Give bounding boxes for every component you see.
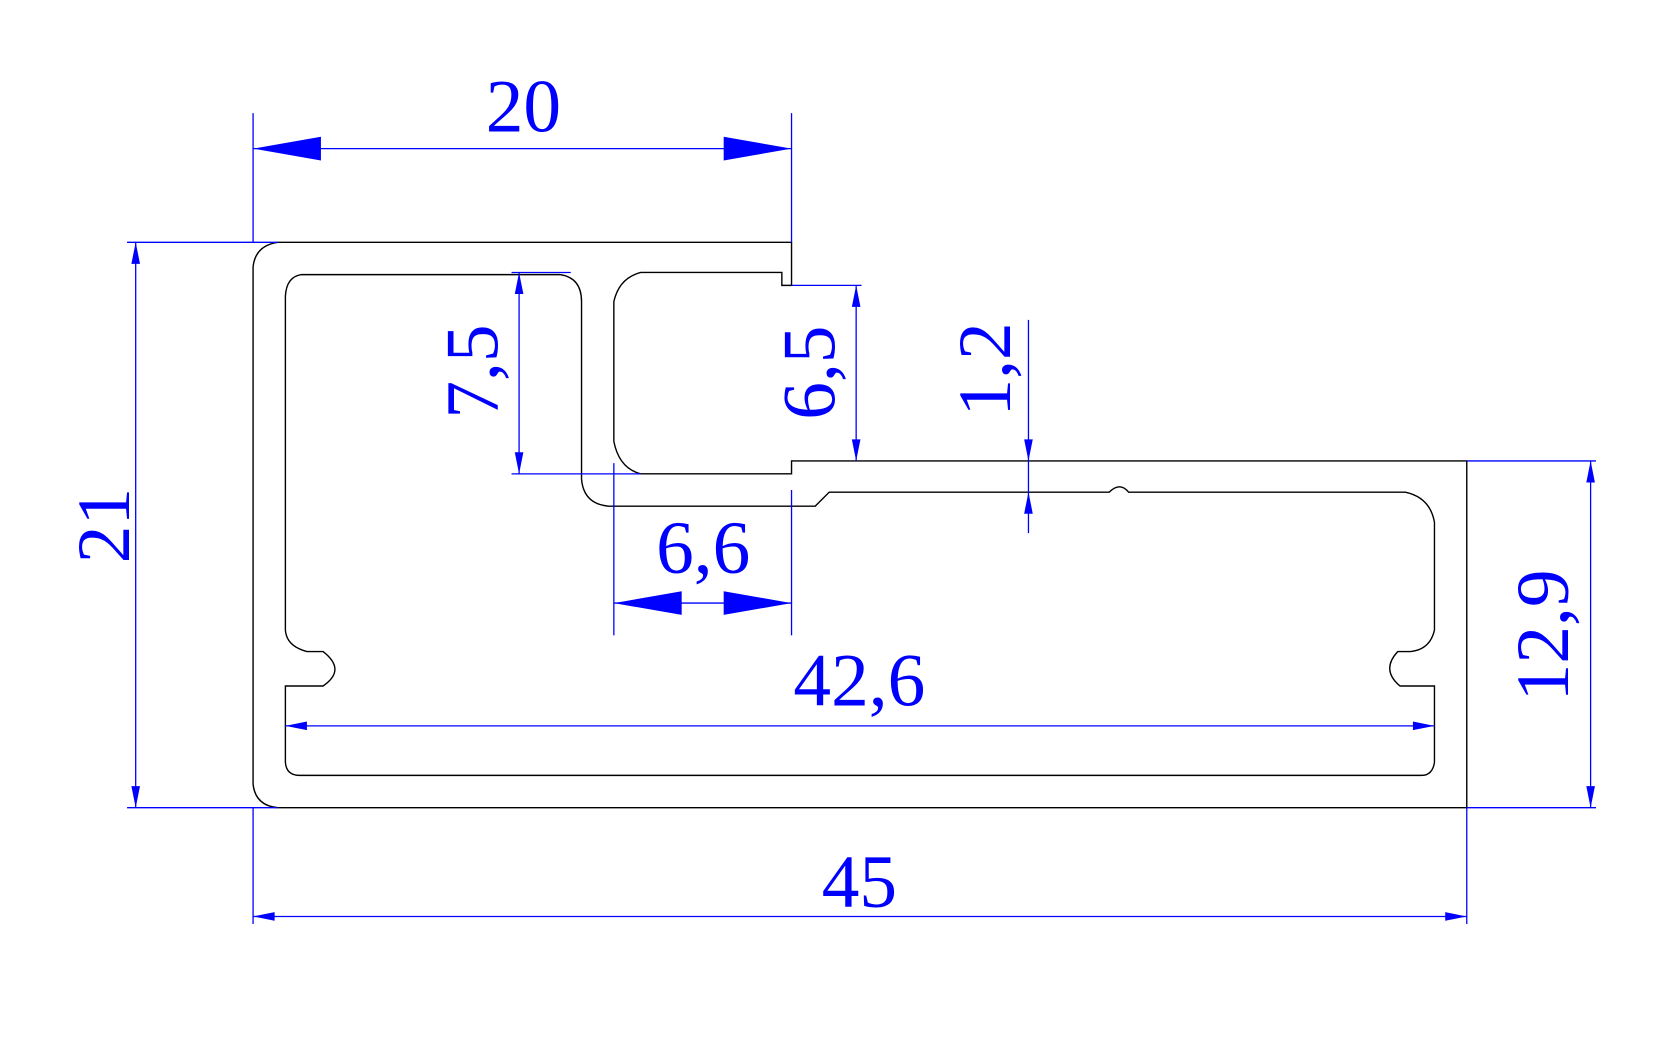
dimension-total-width: 45 (252, 807, 1468, 924)
dimension-step-height: 6,5 (769, 284, 862, 461)
dim-label-step-height: 6,5 (769, 326, 852, 420)
dim-label-right-height: 12,9 (1502, 569, 1585, 701)
dimension-wall-thickness: 1,2 (944, 319, 1033, 534)
dim-label-inner-height: 7,5 (432, 324, 515, 418)
dim-label-inner-width: 42,6 (793, 639, 925, 722)
dim-label-top-width: 20 (486, 65, 561, 148)
arrowhead (723, 136, 792, 161)
dimension-total-height: 21 (63, 241, 278, 809)
dimension-right-height: 12,9 (1466, 460, 1596, 809)
arrowhead (253, 136, 321, 161)
dim-label-total-height: 21 (63, 488, 146, 563)
dimension-pocket-width: 6,6 (613, 463, 793, 636)
dimension-inner-height: 7,5 (432, 271, 641, 475)
dim-label-total-width: 45 (822, 841, 897, 924)
dim-label-pocket-width: 6,6 (656, 507, 750, 590)
profile-inner-cavity (284, 273, 1436, 777)
dimension-inner-width: 42,6 (285, 639, 1435, 731)
dimension-top-width: 20 (252, 65, 793, 243)
dim-label-wall-thickness: 1,2 (944, 322, 1027, 416)
